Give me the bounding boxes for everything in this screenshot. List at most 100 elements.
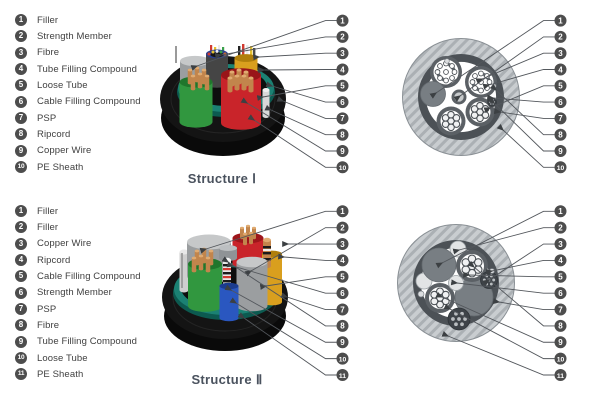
callout-badge-number: 3 [340,240,345,249]
legend-item: 7 PSP [15,110,141,126]
callout-badge-number: 9 [558,147,563,156]
legend-item-number: 4 [15,254,27,267]
legend-item-label: Tube Filling Compound [37,63,137,75]
legend-item-label: Copper Wire [37,238,92,250]
callout-badge [554,319,567,332]
callout-badge-number: 6 [340,98,345,107]
legend-item-label: Filler [37,14,59,26]
callout-badge [554,145,567,157]
callout-line [489,83,555,136]
callout-badge [336,47,349,60]
legend-item: 6 Strength Member [15,285,141,301]
callout-line [482,69,555,90]
legend-item-number: 2 [15,221,27,234]
legend-item-number: 8 [15,319,27,332]
callout-badge [554,221,567,234]
callout-badge-number: 10 [557,165,565,172]
legend-item-number: 2 [15,30,27,43]
callout-badge-number: 2 [558,33,563,42]
callout-badge [554,63,567,76]
callout-badge-number: 1 [558,207,563,216]
callout-badge-number: 3 [340,49,345,58]
callout-badge [336,238,349,251]
callout-badge [554,30,567,43]
callout-badge-number: 2 [340,33,345,42]
callout-badge-number: 11 [339,373,346,380]
legend-item-label: Ripcord [37,128,71,140]
callout-line [441,331,555,376]
legend-item-number: 6 [15,95,27,108]
legend-item-label: Strength Member [37,287,112,299]
callout-badge [336,112,349,125]
legend-item-number: 4 [15,63,27,76]
callout-line [277,253,337,261]
callout-badge [336,128,349,141]
legend-item: 10 Loose Tube [15,350,141,366]
callout-badge-number: 7 [558,305,563,314]
callout-badge [554,254,567,267]
callout-badge-number: 1 [558,16,563,25]
callout-badge [336,221,349,234]
callout-badge-number: 5 [558,273,563,282]
callout-badge [554,79,567,92]
callout-line [199,210,337,254]
callout-line [253,52,337,61]
callout-line [280,292,337,310]
callout-line [496,123,555,168]
callout-line [258,67,337,74]
legend-item-number: 6 [15,286,27,299]
legend-item-label: PE Sheath [37,368,84,380]
legend-item-number: 10 [15,161,27,174]
legend-item-number: 10 [15,352,27,365]
legend-item-number: 11 [15,368,27,381]
callout-badge [554,96,567,109]
legend-item-number: 7 [15,112,27,125]
legend-item-label: Tube Filling Compound [37,336,137,348]
legend-item-number: 9 [15,144,27,157]
callout-badge [336,287,349,300]
callout-badge [336,319,349,332]
callout-badge [336,14,349,27]
callout-badge [554,47,567,60]
callout-line [487,96,555,152]
callout-line [475,52,555,85]
callout-badge-number: 10 [557,356,565,363]
callout-badge [336,63,349,76]
callout-badge [336,145,349,157]
callout-line [224,284,337,343]
callout-line [221,256,337,327]
legend-item-label: Cable Filling Compound [37,270,141,282]
legend-item: 4 Tube Filling Compound [15,61,141,77]
callout-badge [554,14,567,27]
legend-item-label: PSP [37,112,57,124]
callout-line [247,114,337,168]
legend-item-label: Strength Member [37,30,112,42]
callout-badge [554,369,567,381]
legend-item-label: Cable Filling Compound [37,96,141,108]
callout-line [493,108,555,119]
structure2-label: Structure Ⅱ [191,372,263,387]
callout-badge [336,352,349,365]
legend-item-label: Loose Tube [37,79,88,91]
structure1-cross-section [402,38,520,156]
legend-item-number: 8 [15,128,27,141]
callout-badge-number: 8 [558,131,563,140]
legend-item-label: Loose Tube [37,352,88,364]
callout-line [259,276,337,290]
callout-badge [336,30,349,43]
callout-badge [336,336,349,349]
structure2-cross-section [397,224,515,342]
callout-badge-number: 2 [340,223,345,232]
legend-item: 3 Fibre [15,45,141,61]
callout-lines [190,20,555,376]
callout-badge [336,303,349,316]
legend-item-label: Fibre [37,47,60,59]
legend-item-number: 3 [15,46,27,59]
